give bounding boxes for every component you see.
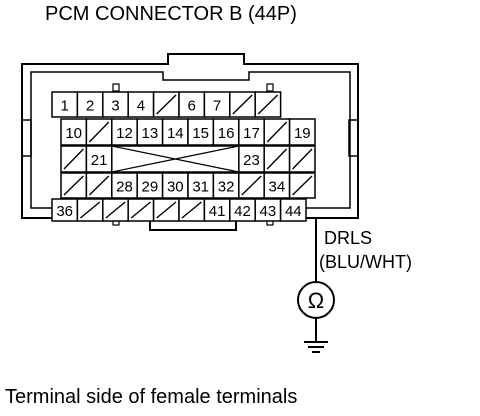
terminal-cell bbox=[85, 118, 113, 146]
terminal-cell: 32 bbox=[212, 172, 240, 199]
terminal-cell: 23 bbox=[238, 145, 265, 173]
footer-caption: Terminal side of female terminals bbox=[5, 386, 298, 408]
terminal-cell: 17 bbox=[238, 118, 265, 146]
terminal-cell bbox=[102, 198, 129, 222]
terminal-number: 42 bbox=[234, 203, 251, 220]
terminal-number: 14 bbox=[167, 125, 184, 142]
terminal-cell bbox=[288, 145, 316, 173]
terminal-cell bbox=[178, 198, 206, 222]
terminal-number: 19 bbox=[294, 125, 311, 142]
terminal-cell: 3 bbox=[102, 91, 129, 118]
terminal-cell bbox=[60, 172, 88, 199]
key-mark bbox=[266, 83, 274, 92]
terminal-number: 6 bbox=[188, 98, 196, 115]
terminal-number: 36 bbox=[56, 203, 73, 220]
terminal-number: 1 bbox=[61, 98, 69, 115]
terminal-number: 30 bbox=[167, 179, 184, 196]
terminal-number: 13 bbox=[142, 125, 159, 142]
connector-title: PCM CONNECTOR B (44P) bbox=[45, 3, 297, 25]
bottom-tab bbox=[149, 218, 237, 231]
terminal-cell: 4 bbox=[127, 91, 155, 118]
terminal-number: 29 bbox=[142, 179, 159, 196]
wire-name-label: DRLS bbox=[324, 228, 373, 248]
terminal-cell: 16 bbox=[212, 118, 240, 146]
key-mark bbox=[112, 83, 120, 92]
terminal-cell: 19 bbox=[288, 118, 316, 146]
terminal-number: 2 bbox=[86, 98, 94, 115]
terminal-number: 34 bbox=[269, 179, 286, 196]
right-lock-tab bbox=[348, 119, 359, 157]
terminal-cell: 10 bbox=[60, 118, 88, 146]
terminal-cell: 15 bbox=[187, 118, 215, 146]
terminal-cell: 44 bbox=[279, 198, 307, 222]
terminal-number: 10 bbox=[65, 125, 82, 142]
terminal-cell bbox=[288, 172, 316, 199]
terminal-number: 4 bbox=[137, 98, 145, 115]
left-lock-tab bbox=[21, 119, 32, 157]
terminal-cell: 1 bbox=[51, 91, 79, 118]
terminal-cell: 36 bbox=[51, 198, 79, 222]
terminal-cell: 6 bbox=[178, 91, 206, 118]
blank-terminal-block bbox=[111, 145, 240, 173]
terminal-cell: 29 bbox=[136, 172, 164, 199]
terminal-number: 43 bbox=[260, 203, 277, 220]
terminal-number: 12 bbox=[116, 125, 133, 142]
terminal-cell bbox=[229, 91, 256, 118]
terminal-cell: 43 bbox=[254, 198, 282, 222]
terminal-number: 16 bbox=[218, 125, 235, 142]
terminal-cell: 12 bbox=[111, 118, 138, 146]
terminal-cell bbox=[85, 172, 113, 199]
terminal-cell bbox=[60, 145, 88, 173]
terminal-cell: 34 bbox=[263, 172, 291, 199]
ohm-icon: Ω bbox=[308, 288, 324, 313]
wire-color-label: (BLU/WHT) bbox=[319, 252, 412, 272]
terminal-number: 21 bbox=[91, 152, 108, 169]
terminal-cell: 28 bbox=[111, 172, 138, 199]
terminal-cell bbox=[263, 145, 291, 173]
terminal-cell bbox=[152, 198, 180, 222]
terminal-number: 41 bbox=[209, 203, 226, 220]
terminal-cell: 2 bbox=[76, 91, 104, 118]
terminal-cell: 7 bbox=[203, 91, 231, 118]
terminal-cell bbox=[238, 172, 265, 199]
terminal-cell: 42 bbox=[229, 198, 256, 222]
terminal-number: 3 bbox=[111, 98, 119, 115]
terminal-number: 44 bbox=[285, 203, 302, 220]
terminal-cell bbox=[254, 91, 282, 118]
terminal-cell: 13 bbox=[136, 118, 164, 146]
terminal-number: 28 bbox=[116, 179, 133, 196]
terminal-number: 31 bbox=[192, 179, 209, 196]
terminal-number: 23 bbox=[243, 152, 260, 169]
terminal-cell: 21 bbox=[85, 145, 113, 173]
terminal-cell: 30 bbox=[161, 172, 189, 199]
terminal-cell: 14 bbox=[161, 118, 189, 146]
terminal-number: 17 bbox=[243, 125, 260, 142]
terminal-cell: 41 bbox=[203, 198, 231, 222]
terminal-number: 7 bbox=[213, 98, 221, 115]
terminal-cell bbox=[263, 118, 291, 146]
terminal-cell bbox=[76, 198, 104, 222]
terminal-cell: 31 bbox=[187, 172, 215, 199]
terminal-cell bbox=[127, 198, 155, 222]
terminal-number: 15 bbox=[192, 125, 209, 142]
terminal-cell bbox=[152, 91, 180, 118]
terminal-number: 32 bbox=[218, 179, 235, 196]
